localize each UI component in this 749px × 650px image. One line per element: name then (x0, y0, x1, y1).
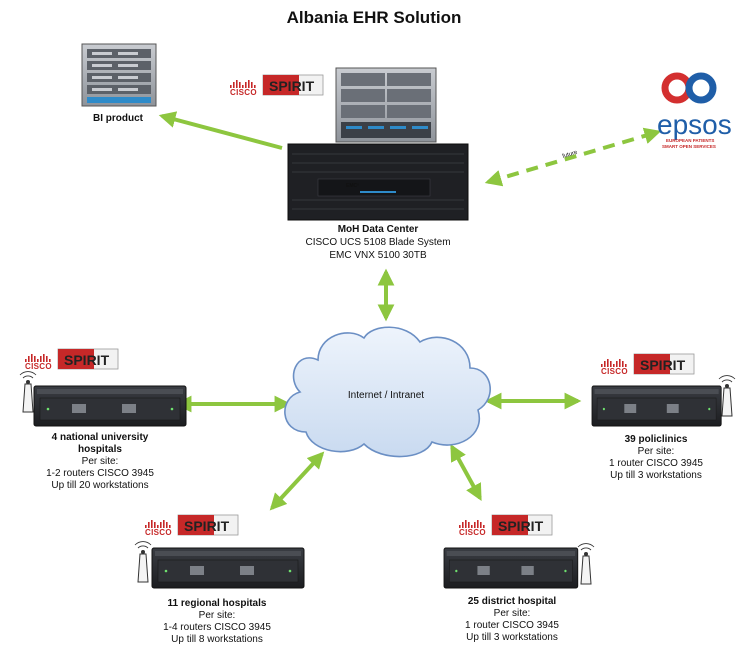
spirit-wordmark: SPIRIT (184, 518, 230, 534)
cloud-label: Internet / Intranet (348, 390, 424, 401)
epsos-wordmark: epsos (657, 109, 732, 140)
regional-name: 11 regional hospitals (168, 598, 267, 609)
spirit-wordmark: SPIRIT (640, 357, 686, 373)
cisco-wordmark: CISCO (230, 88, 257, 97)
policlinics-name: 39 policlinics (625, 434, 688, 445)
cisco-wordmark: CISCO (25, 362, 52, 371)
policlinics-router-icon (591, 385, 722, 427)
district-routers: 1 router CISCO 3945 (465, 620, 559, 631)
regional-antenna-icon (134, 541, 152, 583)
regional-routers: 1-4 routers CISCO 3945 (163, 622, 271, 633)
national-name-line1: 4 national university (52, 432, 149, 443)
district-per-site: Per site: (494, 608, 531, 619)
national-per-site: Per site: (82, 456, 119, 467)
cisco-ucs-blade-chassis (335, 67, 437, 143)
district-router-icon (443, 547, 579, 589)
policlinics-label: 39 policlinics Per site: 1 router CISCO … (609, 434, 703, 481)
policlinics-routers: 1 router CISCO 3945 (609, 458, 703, 469)
cisco-wordmark: CISCO (145, 528, 172, 537)
district-antenna-icon (577, 543, 595, 585)
policlinics-workstations: Up till 3 workstations (610, 470, 702, 481)
cisco-wordmark: CISCO (601, 367, 628, 376)
bi-product-server (81, 43, 157, 107)
spirit-wordmark: SPIRIT (498, 518, 544, 534)
regional-per-site: Per site: (199, 610, 236, 621)
arrow-cloud-to-regional (269, 451, 325, 511)
national-hospitals-logo: CISCO SPIRIT (24, 348, 119, 371)
internet-intranet-cloud: Internet / Intranet (284, 326, 491, 458)
national-workstations: Up till 20 workstations (51, 480, 148, 491)
emc-vnx-storage: EMC² (287, 143, 469, 221)
epsos-tagline-2: SMART OPEN SERVICES (662, 144, 716, 149)
spirit-wordmark: SPIRIT (269, 78, 315, 94)
datacenter-line2: EMC VNX 5100 30TB (329, 250, 427, 261)
district-hospital-logo: CISCO SPIRIT (458, 514, 553, 537)
diagram-title: Albania EHR Solution (287, 8, 462, 27)
policlinics-logo: CISCO SPIRIT (600, 353, 695, 376)
policlinics-per-site: Per site: (638, 446, 675, 457)
regional-workstations: Up till 8 workstations (171, 634, 263, 645)
regional-router-icon (151, 547, 305, 589)
national-name-line2: hospitals (78, 444, 122, 455)
bi-product-label: BI product (93, 113, 144, 124)
datacenter-logo: CISCO SPIRIT (229, 74, 324, 97)
district-workstations: Up till 3 workstations (466, 632, 558, 643)
arrow-dc-to-bi (158, 111, 283, 150)
epsos-tagline-1: EUROPEAN PATIENTS (666, 138, 714, 143)
epsos-logo: epsos EUROPEAN PATIENTS SMART OPEN SERVI… (657, 72, 732, 149)
datacenter-title: MoH Data Center (338, 224, 419, 235)
district-name: 25 district hospital (468, 596, 557, 607)
arrow-cloud-to-district (450, 444, 482, 501)
national-hospitals-label: 4 national university hospitals Per site… (46, 432, 154, 491)
arrow-dc-to-epsos-dashed (484, 127, 662, 187)
epsos-link-label: future (562, 149, 579, 159)
cisco-wordmark: CISCO (459, 528, 486, 537)
datacenter-line1: CISCO UCS 5108 Blade System (305, 237, 450, 248)
regional-hospitals-logo: CISCO SPIRIT (144, 514, 239, 537)
national-routers: 1-2 routers CISCO 3945 (46, 468, 154, 479)
regional-hospitals-label: 11 regional hospitals Per site: 1-4 rout… (163, 598, 271, 645)
connection-arrows (158, 111, 662, 511)
emc-brand: EMC² (346, 183, 359, 189)
national-router-icon (33, 385, 187, 427)
district-hospital-label: 25 district hospital Per site: 1 router … (465, 596, 559, 643)
spirit-wordmark: SPIRIT (64, 352, 110, 368)
